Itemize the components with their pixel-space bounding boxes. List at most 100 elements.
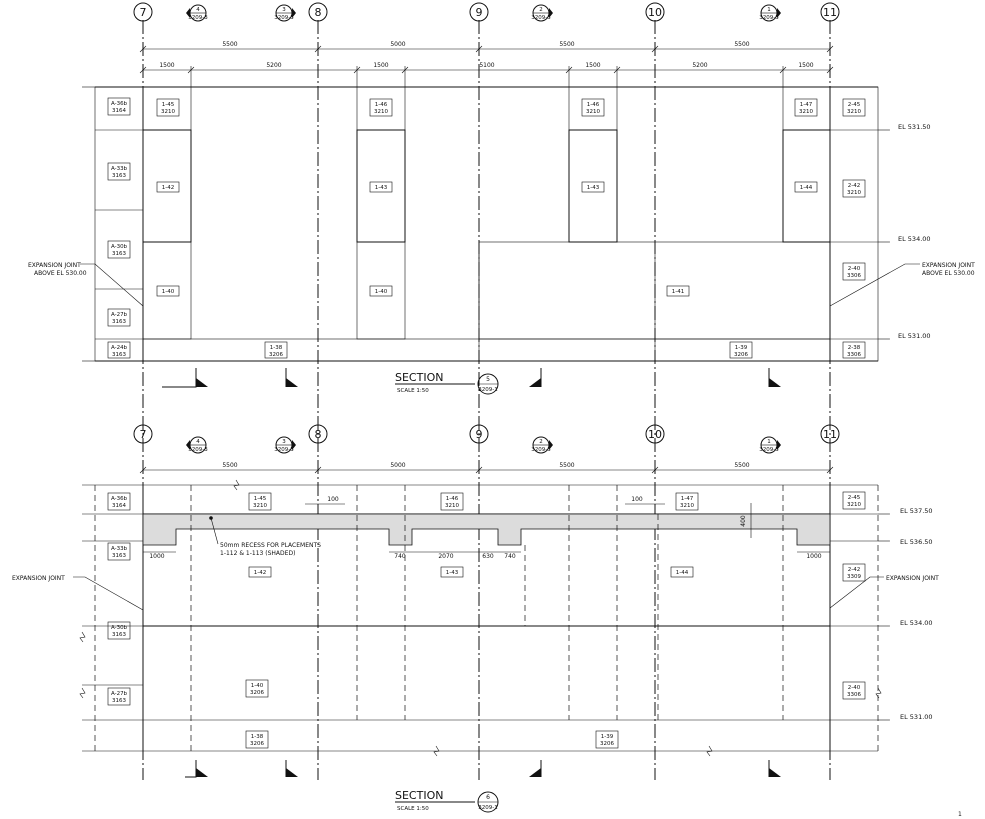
base-slab xyxy=(142,338,831,362)
grid-bubble-11: 11 xyxy=(823,6,837,19)
svg-text:2-38: 2-38 xyxy=(848,345,861,351)
elevation-label: EL 534.00 xyxy=(898,235,931,243)
svg-text:A-33b: A-33b xyxy=(111,166,128,172)
tags-left-top: A-36b 3164 A-33b 3163 A-30b 3163 A-27b 3… xyxy=(107,97,131,359)
svg-text:2-42: 2-42 xyxy=(848,183,860,189)
svg-text:5100: 5100 xyxy=(479,62,494,69)
elevation-label: EL 531.00 xyxy=(898,332,931,340)
section-5 xyxy=(82,86,890,362)
svg-text:EXPANSION JOINT: EXPANSION JOINT xyxy=(28,262,81,269)
grid-bubble-8: 8 xyxy=(315,6,322,19)
svg-text:3210: 3210 xyxy=(161,109,175,115)
dimensions-bottom: 5500 5000 5500 5500 100 100 1000 740 207… xyxy=(139,462,834,560)
grid-bubble-7: 7 xyxy=(140,428,147,441)
svg-text:2-45: 2-45 xyxy=(848,102,861,108)
svg-text:6: 6 xyxy=(486,794,490,801)
svg-text:2: 2 xyxy=(539,439,543,445)
svg-text:2: 2 xyxy=(539,7,543,13)
margin-mark: 1 xyxy=(958,811,962,818)
grid-bubble-9: 9 xyxy=(476,6,483,19)
svg-text:3206: 3206 xyxy=(250,741,264,747)
section-scale: SCALE 1:50 xyxy=(397,806,429,812)
svg-text:100: 100 xyxy=(631,496,643,503)
section-marker: 4 3209-3 xyxy=(186,436,208,454)
elevations-top: EL 531.50 EL 534.00 EL 531.00 xyxy=(898,123,931,340)
svg-text:5200: 5200 xyxy=(266,62,281,69)
section-6 xyxy=(79,479,882,757)
grid-bubbles-top: 7 8 9 10 11 xyxy=(133,2,840,22)
tags-right-bottom: 2-45 3210 2-42 3309 2-40 3306 xyxy=(842,491,866,700)
svg-text:5500: 5500 xyxy=(734,462,749,469)
grid-bubble-11: 11 xyxy=(823,428,837,441)
svg-text:1-40: 1-40 xyxy=(162,289,175,295)
section-marker: 2 3209-3 xyxy=(531,4,553,22)
grid-bubble-10: 10 xyxy=(648,428,662,441)
section-marker: 2 3209-3 xyxy=(531,436,553,454)
section-markers-top: 4 3209-3 3 3209-3 2 3209-3 1 3209-3 xyxy=(186,4,781,22)
svg-text:3: 3 xyxy=(282,7,286,13)
svg-text:5000: 5000 xyxy=(390,41,405,48)
svg-text:3210: 3210 xyxy=(253,503,267,509)
svg-text:1-112 & 1-113 (SHADED): 1-112 & 1-113 (SHADED) xyxy=(220,550,295,557)
svg-text:5200: 5200 xyxy=(692,62,707,69)
panel-1-43b xyxy=(568,129,618,243)
svg-text:1-40: 1-40 xyxy=(251,683,264,689)
notes-bottom: EXPANSION JOINT EXPANSION JOINT 50mm REC… xyxy=(12,516,939,611)
svg-text:3210: 3210 xyxy=(374,109,388,115)
svg-text:3210: 3210 xyxy=(586,109,600,115)
column-8 xyxy=(356,86,406,340)
svg-text:5500: 5500 xyxy=(222,462,237,469)
svg-text:1-40: 1-40 xyxy=(375,289,388,295)
svg-text:3306: 3306 xyxy=(847,352,861,358)
svg-text:3: 3 xyxy=(282,439,286,445)
svg-text:3163: 3163 xyxy=(112,632,126,638)
section-markers-bottom: 4 3209-3 3 3209-3 2 3209-3 1 3209-3 xyxy=(186,436,781,454)
svg-text:1-38: 1-38 xyxy=(251,734,264,740)
svg-text:A-36b: A-36b xyxy=(111,101,128,107)
svg-text:3210: 3210 xyxy=(847,109,861,115)
svg-text:1500: 1500 xyxy=(798,62,813,69)
svg-text:3210: 3210 xyxy=(847,190,861,196)
svg-text:1-46: 1-46 xyxy=(446,496,459,502)
grid-bubble-8: 8 xyxy=(315,428,322,441)
svg-text:1-43: 1-43 xyxy=(446,570,459,576)
notes-top: EXPANSION JOINT ABOVE EL 530.00 EXPANSIO… xyxy=(28,262,975,307)
cut-markers-bottom xyxy=(185,760,781,778)
section-title: SECTION xyxy=(395,371,443,384)
grid-bubble-9: 9 xyxy=(476,428,483,441)
svg-text:740: 740 xyxy=(394,553,406,560)
svg-text:1-46: 1-46 xyxy=(587,102,600,108)
section-marker: 4 3209-3 xyxy=(186,4,208,22)
column-7 xyxy=(142,86,192,340)
section-title: SECTION xyxy=(395,789,443,802)
title-section-5: SECTION SCALE 1:50 5 3209-1 xyxy=(395,371,499,395)
svg-text:2070: 2070 xyxy=(438,553,453,560)
panel-1-43a xyxy=(356,129,406,243)
svg-text:3163: 3163 xyxy=(112,319,126,325)
svg-text:3306: 3306 xyxy=(847,692,861,698)
svg-text:4: 4 xyxy=(196,439,200,445)
elevation-label: EL 534.00 xyxy=(900,619,933,627)
svg-text:1-44: 1-44 xyxy=(800,185,813,191)
svg-text:3209-3: 3209-3 xyxy=(531,15,551,21)
svg-text:ABOVE EL 530.00: ABOVE EL 530.00 xyxy=(922,270,975,277)
svg-text:3209-3: 3209-3 xyxy=(188,15,208,21)
elevation-label: EL 531.50 xyxy=(898,123,931,131)
svg-text:3163: 3163 xyxy=(112,173,126,179)
svg-text:1500: 1500 xyxy=(373,62,388,69)
svg-text:400: 400 xyxy=(740,515,747,527)
svg-text:A-24b: A-24b xyxy=(111,345,128,351)
tags-inner-top: 1-45 3210 1-42 1-40 1-46 3210 1-43 1-40 … xyxy=(156,98,818,359)
svg-text:5500: 5500 xyxy=(222,41,237,48)
svg-text:ABOVE EL 530.00: ABOVE EL 530.00 xyxy=(34,270,87,277)
recess-band xyxy=(142,513,831,546)
svg-text:2-40: 2-40 xyxy=(848,266,861,272)
svg-text:3210: 3210 xyxy=(847,502,861,508)
svg-text:740: 740 xyxy=(504,553,516,560)
svg-text:1-44: 1-44 xyxy=(676,570,689,576)
section-marker: 3 3209-3 xyxy=(274,4,296,22)
svg-text:EXPANSION JOINT: EXPANSION JOINT xyxy=(922,262,975,269)
svg-text:EXPANSION JOINT: EXPANSION JOINT xyxy=(12,575,65,582)
svg-text:1-47: 1-47 xyxy=(800,102,813,108)
svg-text:1000: 1000 xyxy=(149,553,164,560)
